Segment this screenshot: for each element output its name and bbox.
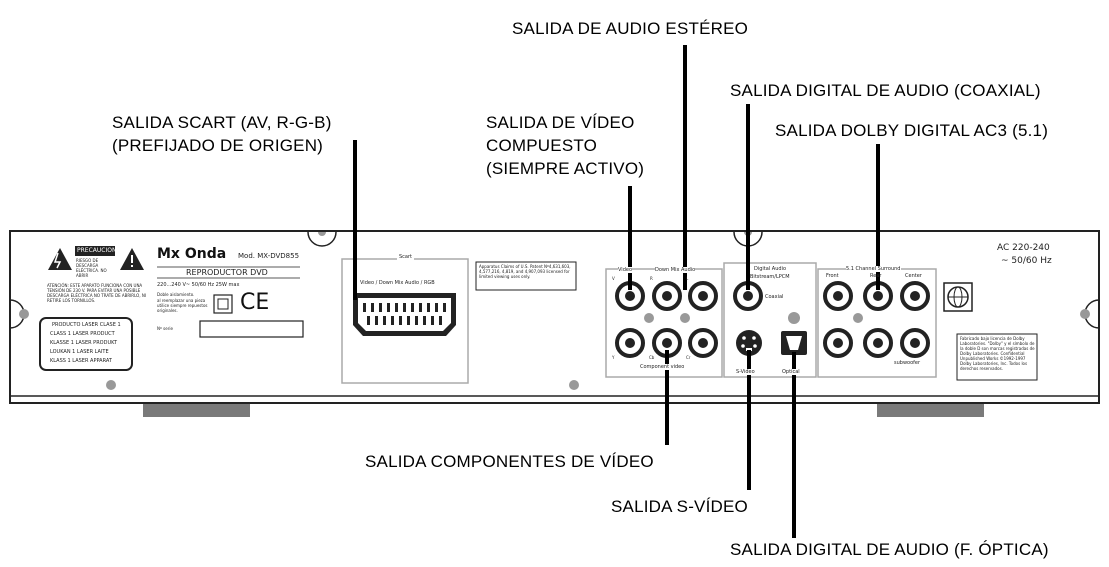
digital-coax-callout: SALIDA DIGITAL DE AUDIO (COAXIAL) <box>730 81 1041 100</box>
optical-label: Optical <box>782 369 800 375</box>
power-spec: 220...240 V~ 50/60 Hz 25W max <box>157 282 240 288</box>
video-callout-line3: (SIEMPRE ACTIVO) <box>486 159 645 178</box>
stereo-callout: SALIDA DE AUDIO ESTÉREO <box>512 19 749 38</box>
front-label: Front <box>826 273 839 279</box>
optical-jack <box>781 331 807 355</box>
right-screw <box>1080 309 1090 319</box>
video-label: Video <box>618 267 633 273</box>
warning-title-box <box>75 246 115 256</box>
top-tab-left <box>307 231 337 247</box>
dolby-license-text: Fabricado bajo licencia de Dolby Laborat… <box>960 336 1035 371</box>
s-video-jack <box>736 330 762 356</box>
center-label: Center <box>905 273 922 279</box>
globe-region-icon <box>943 282 973 312</box>
subwoofer-label: subwoofer <box>894 360 921 366</box>
laser-title: PRODUCTO LASER CLASE 1 <box>52 322 121 328</box>
digital-title: Digital Audio <box>754 266 787 272</box>
top-tab-left-hole <box>318 232 326 236</box>
dolby-callout: SALIDA DOLBY DIGITAL AC3 (5.1) <box>775 121 1049 140</box>
laser-row-4: KLASS 1 LASER APPARAT <box>50 358 112 364</box>
component-callout: SALIDA COMPONENTES DE VÍDEO <box>365 452 654 471</box>
component-cr-jack <box>688 328 718 358</box>
product-label: REPRODUCTOR DVD <box>186 268 268 277</box>
left-foot <box>143 402 250 417</box>
r-label: R <box>650 276 653 281</box>
downmix-label: Down Mix Audio <box>655 267 696 273</box>
digital-audio-group-frame <box>723 262 817 378</box>
lightning-warning-icon <box>48 248 72 270</box>
digital-subtitle: Bitstream/LPCM <box>750 274 790 280</box>
scart-subtitle: Video / Down Mix Audio / RGB <box>360 280 435 286</box>
center-jack <box>900 281 930 311</box>
ac-power-line1: AC 220-240 <box>997 243 1050 253</box>
component-y-jack <box>615 328 645 358</box>
brand-logo: Mx Onda <box>157 246 227 262</box>
surround-title: 5.1 Channel Surround <box>846 266 901 272</box>
scart-pins <box>363 303 446 325</box>
rear-jack-r <box>863 328 893 358</box>
optical-callout: SALIDA DIGITAL DE AUDIO (F. ÓPTICA) <box>730 540 1049 559</box>
coaxial-label: Coaxial <box>765 294 784 300</box>
rear-label: Rear <box>870 273 882 279</box>
chassis-body <box>9 230 1100 404</box>
scart-callout-line2: (PREFIJADO DE ORIGEN) <box>112 136 324 155</box>
serial-label: Nº serie <box>157 326 173 331</box>
video-callout-line2: COMPUESTO <box>486 136 598 155</box>
ac-power-line2: ~ 50/60 Hz <box>1001 256 1052 266</box>
laser-row-1: CLASS 1 LASER PRODUCT <box>50 331 115 337</box>
model-label: Mod. MX-DVD855 <box>238 252 300 260</box>
v-label: V <box>612 276 615 281</box>
left-screw <box>19 309 29 319</box>
laser-row-3: LOUKAN 1 LASER LAITE <box>50 349 109 355</box>
l-label: L <box>686 276 689 281</box>
replace-note: al reemplazar una pieza utilice siempre … <box>157 298 208 313</box>
warning-text: RIESGO DE DESCARGA ELÉCTRICA. NO ABRIR <box>76 258 107 278</box>
y-label: Y <box>612 355 615 360</box>
laser-row-2: KLASSE 1 LASER PRODUKT <box>50 340 118 346</box>
serial-number-box <box>199 320 304 338</box>
scart-title: Scart <box>397 254 415 260</box>
cr-label: Cr <box>686 355 691 360</box>
component-label: Component video <box>640 364 685 370</box>
double-insulation-icon <box>213 294 233 314</box>
cb-label: Cb <box>649 355 655 360</box>
warning-title: PRECAUCION <box>77 247 117 254</box>
caution-note: ATENCIÓN: ESTE APARATO FUNCIONA CON UNA … <box>47 283 147 303</box>
audio-l-jack <box>688 281 718 311</box>
right-foot <box>877 402 984 417</box>
front-jack-r <box>823 328 853 358</box>
leader-lines <box>353 45 880 538</box>
svideo-label: S-Video <box>736 369 755 375</box>
audio-r-jack <box>652 281 682 311</box>
video-callout-line1: SALIDA DE VÍDEO <box>486 113 635 132</box>
laser-label-box <box>39 317 133 371</box>
insulation-label: Doble aislamiento. <box>157 292 195 297</box>
subwoofer-jack <box>900 328 930 358</box>
svideo-callout: SALIDA S-VÍDEO <box>611 497 748 516</box>
dolby-license-box <box>956 333 1038 381</box>
patent-box <box>475 261 577 291</box>
scart-callout-line1: SALIDA SCART (AV, R-G-B) <box>112 113 332 132</box>
patent-text: Apparatus Claims of U.S. Patent Nº4,631,… <box>479 264 571 279</box>
bottom-screw-1 <box>106 380 116 390</box>
ce-mark: CE <box>240 290 270 315</box>
bottom-screw-2 <box>569 380 579 390</box>
front-jack-l <box>823 281 853 311</box>
